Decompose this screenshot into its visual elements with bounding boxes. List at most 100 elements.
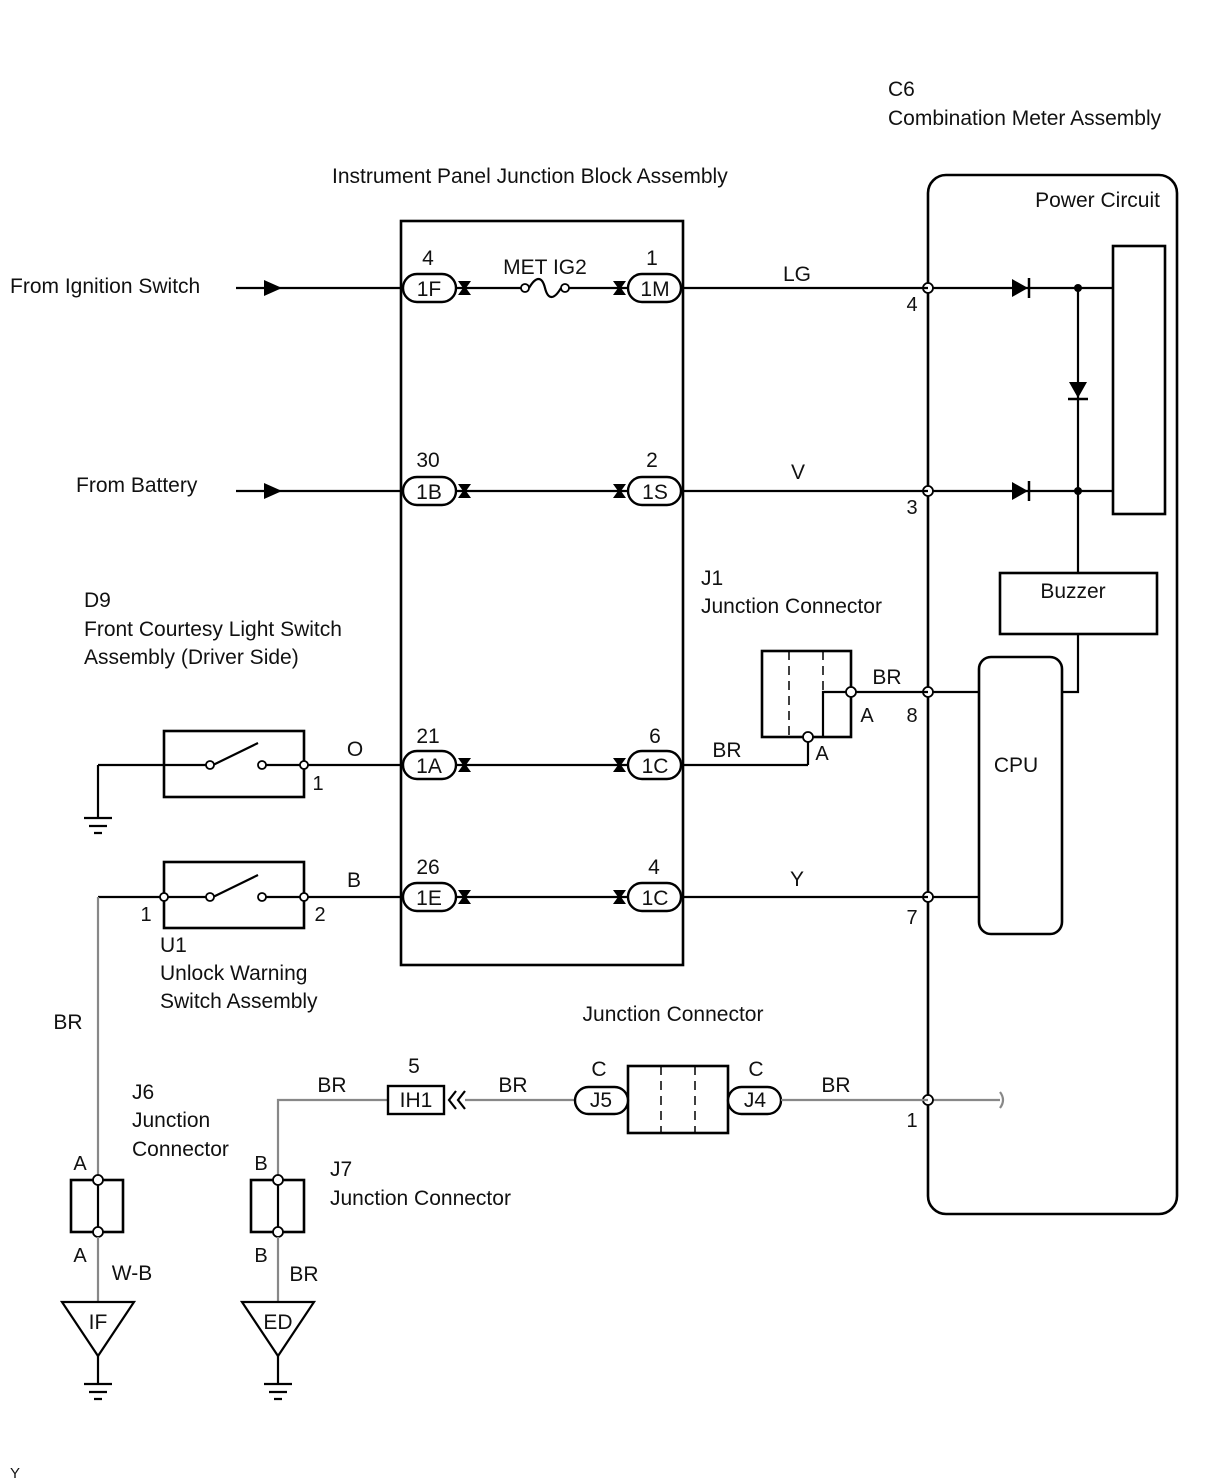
- j4-code: J4: [744, 1089, 767, 1112]
- cpu-label: CPU: [994, 754, 1038, 777]
- wire-color-b: B: [347, 869, 361, 892]
- ground-icon: [264, 1356, 292, 1401]
- ipjb-title: Instrument Panel Junction Block Assembly: [332, 165, 728, 188]
- switch-contact: [205, 760, 215, 770]
- wire-color-br-ed: BR: [289, 1263, 318, 1286]
- corner-mark: Y: [10, 1465, 20, 1482]
- ipjb-box: [399, 219, 685, 967]
- c1m-connector: [626, 272, 683, 304]
- wire-color-lg: LG: [783, 263, 811, 286]
- j6-code: J6: [132, 1081, 154, 1104]
- u1-switch-icon: [98, 874, 300, 899]
- j6-pin-a-top-label: A: [73, 1153, 87, 1175]
- junction-connector-dash: [660, 1066, 696, 1133]
- combo-meter-code: C6: [888, 78, 915, 101]
- c1e-pin: 26: [416, 856, 439, 879]
- u1-code: U1: [160, 934, 187, 957]
- j7-title: Junction Connector: [330, 1187, 511, 1210]
- female-terminal-icon: [613, 890, 626, 904]
- meter-pin-3-label: 3: [906, 497, 917, 519]
- j6-line2: Connector: [132, 1138, 229, 1161]
- diode-icon: [1010, 276, 1031, 300]
- diode-icon: [1010, 479, 1031, 503]
- c1f-pin: 4: [422, 247, 434, 270]
- j1-pin-a-bottom: [802, 731, 814, 743]
- meter-pin-8-label: 8: [906, 705, 917, 727]
- j1-dash-lines: [788, 651, 824, 737]
- buzzer-label: Buzzer: [1040, 580, 1105, 603]
- j5-pin: C: [591, 1058, 606, 1081]
- switch-contact: [257, 760, 267, 770]
- fuse-icon: [528, 277, 562, 299]
- arrow-icon: [264, 483, 282, 499]
- fuse-terminal: [560, 283, 570, 293]
- junction-connector-box: [626, 1064, 730, 1135]
- j5-code: J5: [590, 1089, 612, 1112]
- j1-pin-a-bottom-label: A: [815, 743, 829, 765]
- j5-connector: [573, 1085, 630, 1116]
- switch-contact: [257, 892, 267, 902]
- combo-meter-title: Combination Meter Assembly: [888, 107, 1162, 130]
- c1b-connector: [401, 475, 458, 507]
- wire-color-br2: BR: [712, 739, 741, 762]
- combo-meter-box: [926, 173, 1179, 1216]
- junction-dot: [1074, 284, 1082, 292]
- d9-switch-icon: [98, 742, 300, 767]
- meter-pin-4-label: 4: [906, 294, 917, 316]
- wire-color-y: Y: [790, 868, 804, 891]
- u1-pin-2-label: 2: [314, 904, 325, 926]
- u1-line1: Unlock Warning: [160, 962, 307, 985]
- c1f-code: 1F: [417, 278, 442, 301]
- c1m-code: 1M: [640, 278, 669, 301]
- wire-break-mark: [999, 1091, 1005, 1109]
- ground-if-label: IF: [89, 1311, 108, 1334]
- ih1-pin: 5: [408, 1055, 420, 1078]
- female-terminal-icon: [613, 758, 626, 772]
- j6-pin-a-top: [92, 1174, 104, 1186]
- j4-pin: C: [748, 1058, 763, 1081]
- wire-color-br1: BR: [872, 666, 901, 689]
- c1s-connector: [626, 475, 683, 507]
- from-ignition-label: From Ignition Switch: [10, 275, 200, 298]
- j7-code: J7: [330, 1158, 352, 1181]
- fuse-terminal: [520, 283, 530, 293]
- c1e-connector: [401, 881, 458, 913]
- c1a-connector: [401, 749, 458, 781]
- power-circuit-box: [1111, 244, 1167, 516]
- c1c4-pin: 4: [648, 856, 660, 879]
- wire-color-wb: W-B: [112, 1262, 152, 1285]
- j6-pin-a-bottom: [92, 1226, 104, 1238]
- wire-color-br-j4: BR: [821, 1074, 850, 1097]
- c1c6-code: 1C: [642, 755, 669, 778]
- j1-pin-a-right-label: A: [860, 705, 874, 727]
- d9-pin-1-label: 1: [312, 773, 323, 795]
- wire-color-v: V: [791, 461, 805, 484]
- c1b-pin: 30: [416, 449, 439, 472]
- d9-line2: Assembly (Driver Side): [84, 646, 299, 669]
- j1-box: [760, 649, 853, 739]
- c1b-code: 1B: [416, 481, 442, 504]
- cpu-box: [977, 655, 1064, 936]
- female-terminal-icon: [458, 758, 471, 772]
- j6-line1: Junction: [132, 1109, 210, 1132]
- switch-contact: [205, 892, 215, 902]
- from-battery-label: From Battery: [76, 474, 198, 497]
- c1m-pin: 1: [646, 247, 658, 270]
- arrow-icon: [264, 280, 282, 296]
- ground-ed-label: ED: [263, 1311, 292, 1334]
- d9-line1: Front Courtesy Light Switch: [84, 618, 342, 641]
- j7-pin-b-bottom: [272, 1226, 284, 1238]
- u1-line2: Switch Assembly: [160, 990, 318, 1013]
- j7-pin-b-top: [272, 1174, 284, 1186]
- d9-code: D9: [84, 589, 111, 612]
- j1-pin-a-right: [845, 686, 857, 698]
- ground-point-if-icon: [59, 1300, 137, 1358]
- j6-pin-a-bottom-label: A: [73, 1245, 87, 1267]
- cpu-buzzer-wire: [1062, 634, 1080, 694]
- ih1-connector: [386, 1084, 446, 1116]
- male-terminal-icon: [447, 1090, 466, 1110]
- fuse-label: MET IG2: [503, 256, 587, 279]
- j1-code: J1: [701, 567, 723, 590]
- power-circuit-label: Power Circuit: [1035, 189, 1160, 212]
